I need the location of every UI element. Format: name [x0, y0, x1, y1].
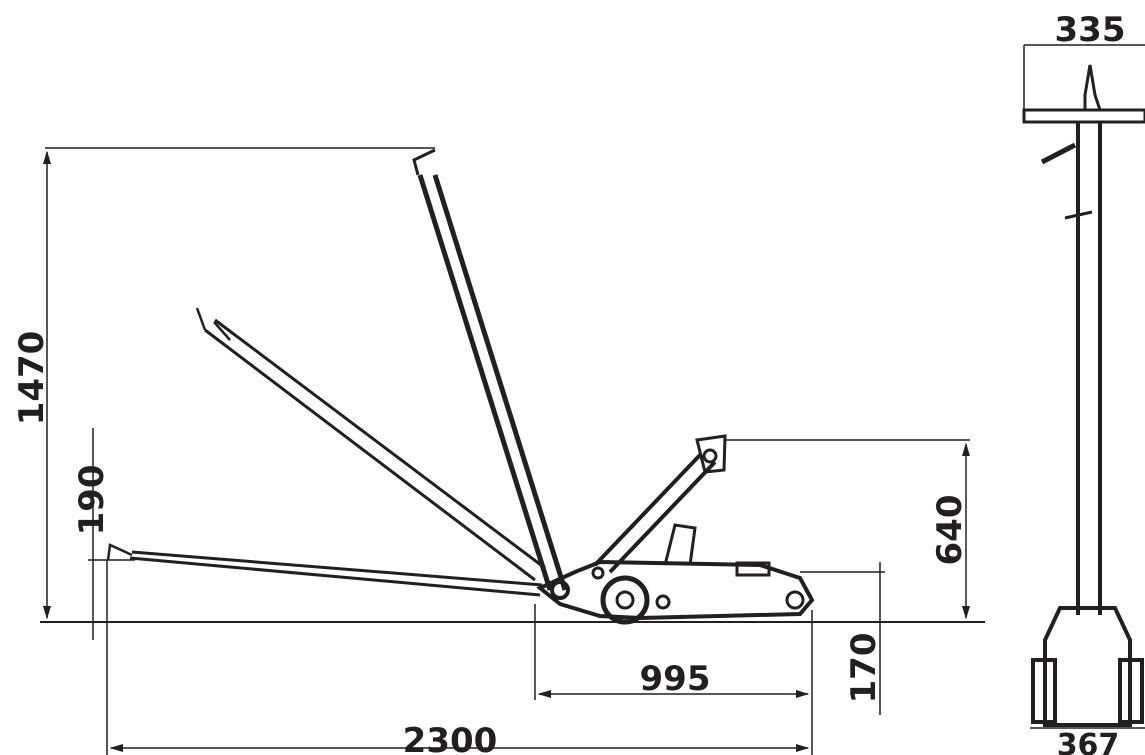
saddle-stop [735, 561, 771, 577]
lift-arm [593, 453, 717, 574]
saddle-pin [702, 448, 718, 464]
left-wheel [1031, 658, 1057, 724]
handle-low [129, 550, 543, 597]
handle-tip [1083, 64, 1102, 111]
dim-label-335: 335 [1055, 10, 1126, 50]
dim-label-1470: 1470 [12, 331, 52, 426]
dim-label-2300: 2300 [403, 721, 498, 755]
lift-arm-pivot [591, 566, 605, 580]
handle-shaft [1076, 122, 1102, 615]
dim-label-995: 995 [640, 659, 711, 699]
handle-low-grip [106, 543, 133, 561]
handle-mid-grip [195, 307, 231, 341]
rear-wheel [785, 590, 805, 610]
pivot-bolt [655, 594, 671, 610]
front-chassis [1043, 606, 1132, 727]
dim-label-190: 190 [72, 465, 112, 536]
handle-clamp [1064, 210, 1093, 220]
handle-pivot [550, 580, 570, 600]
side-view [40, 148, 985, 625]
handle-vertical [417, 174, 568, 591]
front-view [1022, 44, 1145, 729]
chassis [536, 559, 815, 621]
right-wheel [1118, 658, 1144, 724]
hydraulic-cylinder [663, 523, 697, 566]
handle-crossbar [1022, 108, 1145, 124]
dim-label-640: 640 [930, 495, 970, 566]
handle-vertical-grip [412, 148, 436, 176]
front-wheel-hub [615, 590, 635, 610]
front-wheel [600, 575, 650, 625]
handle-mid [204, 318, 546, 582]
dim-label-170: 170 [844, 633, 884, 704]
dimension-lines [42, 147, 971, 755]
lift-saddle [695, 434, 727, 474]
release-lever [1040, 142, 1077, 165]
dim-label-367: 367 [1057, 728, 1120, 755]
